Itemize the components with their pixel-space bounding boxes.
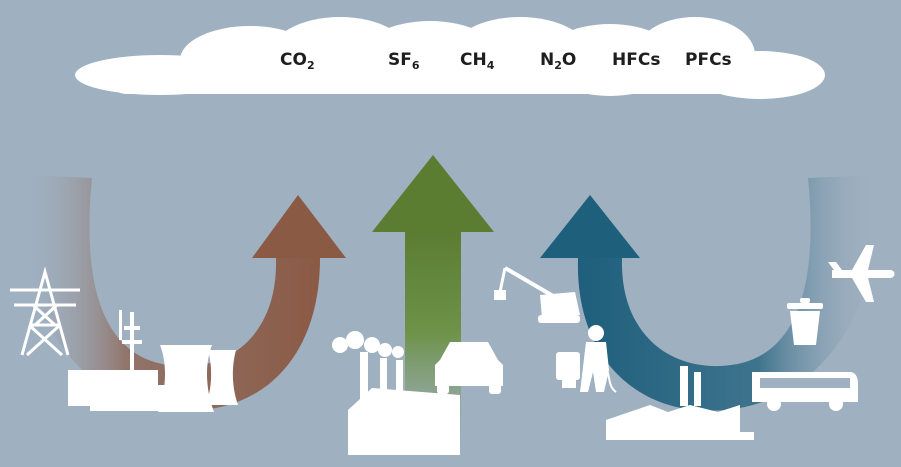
crane-icon	[494, 266, 580, 323]
gas-label-hfcs: HFCs	[612, 50, 661, 70]
industrial-plant-icon	[606, 366, 754, 440]
power-pylon-icon	[10, 266, 80, 357]
industry-arrow	[540, 175, 879, 411]
car-icon	[435, 342, 503, 394]
cloud	[75, 17, 825, 99]
gas-label-n2o: N2O	[540, 50, 577, 72]
gas-label-co2: CO2	[280, 50, 315, 72]
factory-icon	[332, 331, 460, 455]
energy-arrow	[22, 175, 346, 411]
power-plant-icon	[68, 345, 238, 412]
radio-tower-icon	[119, 310, 142, 370]
airplane-icon	[828, 245, 895, 302]
gas-label-pfcs: PFCs	[685, 50, 732, 70]
gas-label-sf6: SF6	[388, 50, 420, 72]
worker-icon	[556, 325, 617, 393]
trash-bin-icon	[787, 298, 823, 345]
gas-label-ch4: CH4	[460, 50, 495, 72]
bus-icon	[752, 372, 858, 411]
